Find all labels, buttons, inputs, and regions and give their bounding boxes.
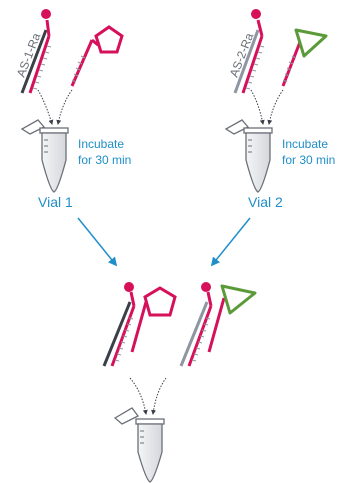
triangle-probe-2	[281, 28, 328, 87]
tube-1	[20, 119, 69, 193]
incubate-1-line1: Incubate	[78, 137, 124, 151]
vial-1-label: Vial 1	[38, 194, 73, 210]
strand-2-label: AS-2-Ra	[227, 31, 257, 79]
tube-body	[245, 132, 271, 193]
combine-arrow-right	[210, 217, 251, 267]
incubate-2-line1: Incubate	[282, 137, 328, 151]
magenta-strand-1	[28, 35, 51, 94]
tube-body	[41, 132, 67, 193]
magenta-ball-icon	[201, 282, 211, 292]
pentagon-icon	[143, 286, 177, 317]
strand-1-label: AS-1-Ra	[14, 31, 44, 79]
tube-body	[137, 423, 163, 483]
magenta-ball-icon	[41, 9, 51, 19]
vial-2-label: Vial 2	[248, 194, 283, 210]
combine-arrow-left	[77, 217, 118, 267]
incubate-1-line2: for 30 min	[78, 153, 131, 167]
tube-lid	[113, 407, 139, 425]
magenta-strand-2	[241, 35, 264, 94]
complex-1	[102, 282, 177, 367]
tube-3	[113, 407, 165, 483]
dark-strand-1	[20, 29, 48, 94]
mixing-arrows-1	[37, 89, 73, 125]
mixing-arrows-3	[129, 377, 167, 415]
magenta-ball-icon	[124, 282, 134, 292]
as-1-ra-strand-pair: AS-1-Ra	[14, 9, 52, 94]
pentagon-icon	[94, 25, 124, 54]
as-2-ra-strand-pair: AS-2-Ra	[227, 9, 265, 94]
tube-lid	[224, 119, 250, 135]
triangle-icon	[294, 28, 328, 58]
incubate-2-line2: for 30 min	[282, 153, 335, 167]
pentagon-probe-1	[70, 25, 124, 87]
mixing-arrows-2	[250, 89, 284, 125]
magenta-ball-icon	[251, 9, 261, 19]
triangle-icon	[220, 284, 257, 315]
complex-2	[179, 282, 257, 367]
tube-lid	[20, 119, 46, 135]
light-strand-2	[233, 29, 260, 94]
tube-2	[224, 119, 273, 193]
